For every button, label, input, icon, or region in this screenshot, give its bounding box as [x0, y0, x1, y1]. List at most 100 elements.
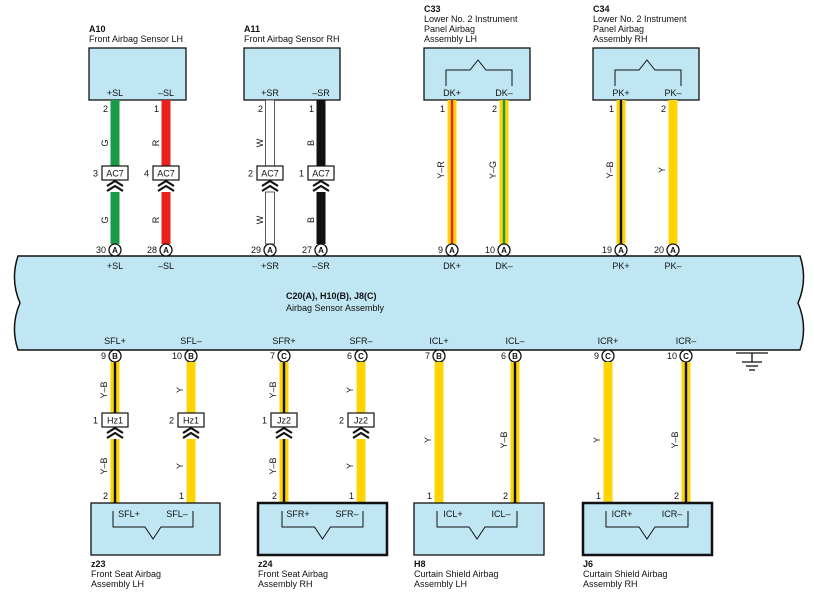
wire-stripe — [113, 362, 117, 413]
component-code: z24 — [258, 559, 273, 569]
ecu-pin-number: 29 — [251, 245, 261, 255]
ecu-terminal: B10 — [172, 349, 198, 363]
component-name: Curtain Shield Airbag — [583, 569, 668, 579]
component-name: Assembly LH — [424, 34, 477, 44]
ecu-terminal-circle — [497, 243, 511, 257]
chevron-stroke — [157, 184, 175, 192]
wire-segment — [186, 439, 196, 503]
component-code: z23 — [91, 559, 106, 569]
wire-body — [265, 99, 275, 167]
component-box — [88, 47, 187, 101]
ecu-pin-number: 9 — [101, 351, 106, 361]
component-terminal: SFR– — [335, 509, 358, 519]
component-code: J6 — [583, 559, 593, 569]
wire-body — [186, 362, 196, 413]
component-terminal: ICL+ — [443, 509, 462, 519]
wire-color-code: Y–B — [99, 381, 109, 398]
component-name: Lower No. 2 Instrument — [424, 14, 518, 24]
wire-body — [316, 100, 326, 166]
ecu-terminal-label: SFR– — [349, 336, 372, 346]
wire-body — [110, 100, 120, 166]
component-terminal: PK+ — [612, 88, 629, 98]
ecu-connectors-title: C20(A), H10(B), J8(C) — [286, 291, 377, 301]
component-name: Front Seat Airbag — [258, 569, 328, 579]
ecu-connector-letter: A — [318, 246, 324, 255]
wire-segment — [265, 99, 275, 167]
wire-body — [161, 192, 171, 244]
wire-body — [110, 192, 120, 244]
ecu-pin-number: 10 — [485, 245, 495, 255]
ecu-connector-letter: B — [436, 352, 442, 361]
ecu-terminal-label: +SL — [107, 261, 123, 271]
component-name: Panel Airbag — [593, 24, 644, 34]
ecu-terminal-circle — [614, 243, 628, 257]
ecu-connector-letter: A — [163, 246, 169, 255]
component-terminal: –SR — [312, 88, 330, 98]
airbag-sensor-assembly: C20(A), H10(B), J8(C)Airbag Sensor Assem… — [13, 255, 805, 351]
connector-code: Hz1 — [107, 416, 123, 426]
wire-color-code: Y–G — [488, 161, 498, 179]
chevron-stroke — [261, 184, 279, 192]
component-box — [592, 47, 700, 101]
wire-body — [603, 362, 613, 503]
wire-segment — [603, 362, 613, 503]
component-box — [256, 501, 389, 557]
chevron-stroke — [182, 431, 200, 439]
wire-color-code: Y — [345, 463, 355, 469]
squib-outline — [614, 59, 682, 86]
ecu-terminal: A9 — [438, 243, 459, 257]
component-terminal: DK– — [495, 88, 513, 98]
bottom-component-z24: SFR+C7Jz21Y–BY–B2SFR–C6Jz22YY1SFR+SFR–z2… — [256, 336, 389, 589]
connector-chevron — [106, 179, 124, 192]
component-name: Front Airbag Sensor RH — [244, 34, 340, 44]
ecu-connector-letter: B — [112, 352, 118, 361]
connector-code: Jz2 — [354, 416, 368, 426]
ecu-pin-number: 7 — [270, 351, 275, 361]
wire-segment — [110, 362, 120, 413]
component-terminal: +SR — [261, 88, 279, 98]
ecu-terminal: C6 — [347, 349, 368, 363]
ecu-connector-letter: C — [683, 352, 689, 361]
ecu-connector-letter: A — [112, 246, 118, 255]
wire-segment — [447, 100, 457, 244]
bottom-component-z23: SFL+B9Hz11Y–BY–B2SFL–B10Hz12YY1SFL+SFL–z… — [90, 336, 221, 589]
wire-stripe — [113, 439, 117, 503]
wire-color-code: Y — [657, 167, 667, 173]
wire-color-code: Y–B — [499, 431, 509, 448]
ecu-pin-number: 27 — [302, 245, 312, 255]
wire-segment — [616, 100, 626, 244]
wire-segment — [316, 192, 326, 244]
wire-segment — [356, 362, 366, 413]
wire-body — [434, 362, 444, 503]
ecu-terminal-label: SFL+ — [104, 336, 126, 346]
component-code: A11 — [244, 24, 260, 34]
ecu-terminal-circle — [108, 243, 122, 257]
component-pin: 1 — [309, 104, 314, 114]
wire-segment — [499, 100, 509, 244]
ecu-terminal: A30 — [96, 243, 122, 257]
component-terminal: SFL– — [166, 509, 188, 519]
ecu-terminal: C7 — [270, 349, 291, 363]
ecu-terminal-label: ICR– — [676, 336, 697, 346]
chevron-stroke — [182, 426, 200, 434]
component-pin: 1 — [609, 104, 614, 114]
ecu-pin-number: 9 — [594, 351, 599, 361]
ecu-connector-letter: A — [670, 246, 676, 255]
connector-pin: 4 — [144, 169, 149, 179]
wire-segment — [161, 100, 171, 166]
wire-color-code: B — [306, 140, 316, 146]
component-name: Lower No. 2 Instrument — [593, 14, 687, 24]
squib-outline — [112, 511, 194, 540]
component-pin: 2 — [258, 104, 263, 114]
component-box — [423, 47, 531, 101]
ecu-terminal: B9 — [101, 349, 122, 363]
ecu-terminal-circle — [666, 243, 680, 257]
ecu-terminal-label: –SR — [312, 261, 330, 271]
squib-outline — [281, 511, 364, 540]
